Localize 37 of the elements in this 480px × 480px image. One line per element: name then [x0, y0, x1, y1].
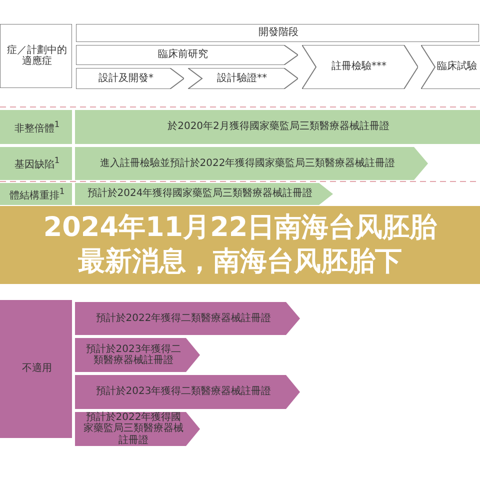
node-text: 開發階段: [258, 27, 298, 39]
row-label: [0, 110, 72, 144]
node-text: 進入註冊檢驗並預計於2022年獲得國家藥監局三類醫療器械註冊證: [100, 158, 396, 170]
phase-header: [76, 24, 479, 42]
node-text: 註冊檢驗***: [332, 61, 386, 73]
phase-block: [421, 45, 480, 89]
node-text: 臨床試驗: [437, 61, 477, 73]
node-text: 設計驗證**: [217, 72, 267, 84]
status-bar: [75, 338, 200, 372]
node-text: 不適用: [22, 363, 52, 375]
row-label: [0, 147, 72, 180]
node-text: 預計於2023年獲得二類醫療器械註冊證: [84, 344, 182, 366]
node-text: 於2020年2月獲得國家藥監局三類醫療器械註冊證: [168, 121, 390, 133]
node-text: 臨床前研究: [158, 49, 208, 61]
phase-block: [76, 68, 184, 89]
status-bar: [75, 110, 480, 144]
node-text: 預計於2023年獲得二類醫療器械註冊證: [96, 386, 272, 398]
row-label: [0, 300, 72, 438]
node-text: 預計於2024年獲得國家藥監局三類醫療器械註冊證: [87, 188, 313, 200]
phase-block: [76, 45, 298, 65]
phase-block: [302, 45, 418, 89]
status-bar: [75, 412, 200, 446]
status-bar: [75, 375, 300, 409]
title-banner: 2024年11月22日南海台风胚胎最新消息，南海台风胚胎下: [0, 206, 480, 284]
status-bar: [75, 183, 333, 205]
node-text: 非整倍體$^{1}$: [14, 120, 60, 134]
node-text: 基因缺陷$^{1}$: [14, 156, 60, 171]
node-text: 設計及開發*: [98, 72, 154, 84]
node-text: 體結構重排$^{1}$: [9, 186, 65, 202]
row-label: [0, 183, 72, 205]
phase-block: [188, 68, 298, 89]
node-text: 症／計劃中的適應症: [6, 44, 68, 68]
node-text: 預計於2022年獲得國家藥監局三類醫療器械註冊證: [82, 412, 184, 446]
node-text: 預計於2022年獲得二類醫療器械註冊證: [96, 312, 272, 324]
status-bar: [75, 302, 300, 335]
header-cell: [0, 24, 72, 88]
status-bar: [75, 147, 428, 180]
